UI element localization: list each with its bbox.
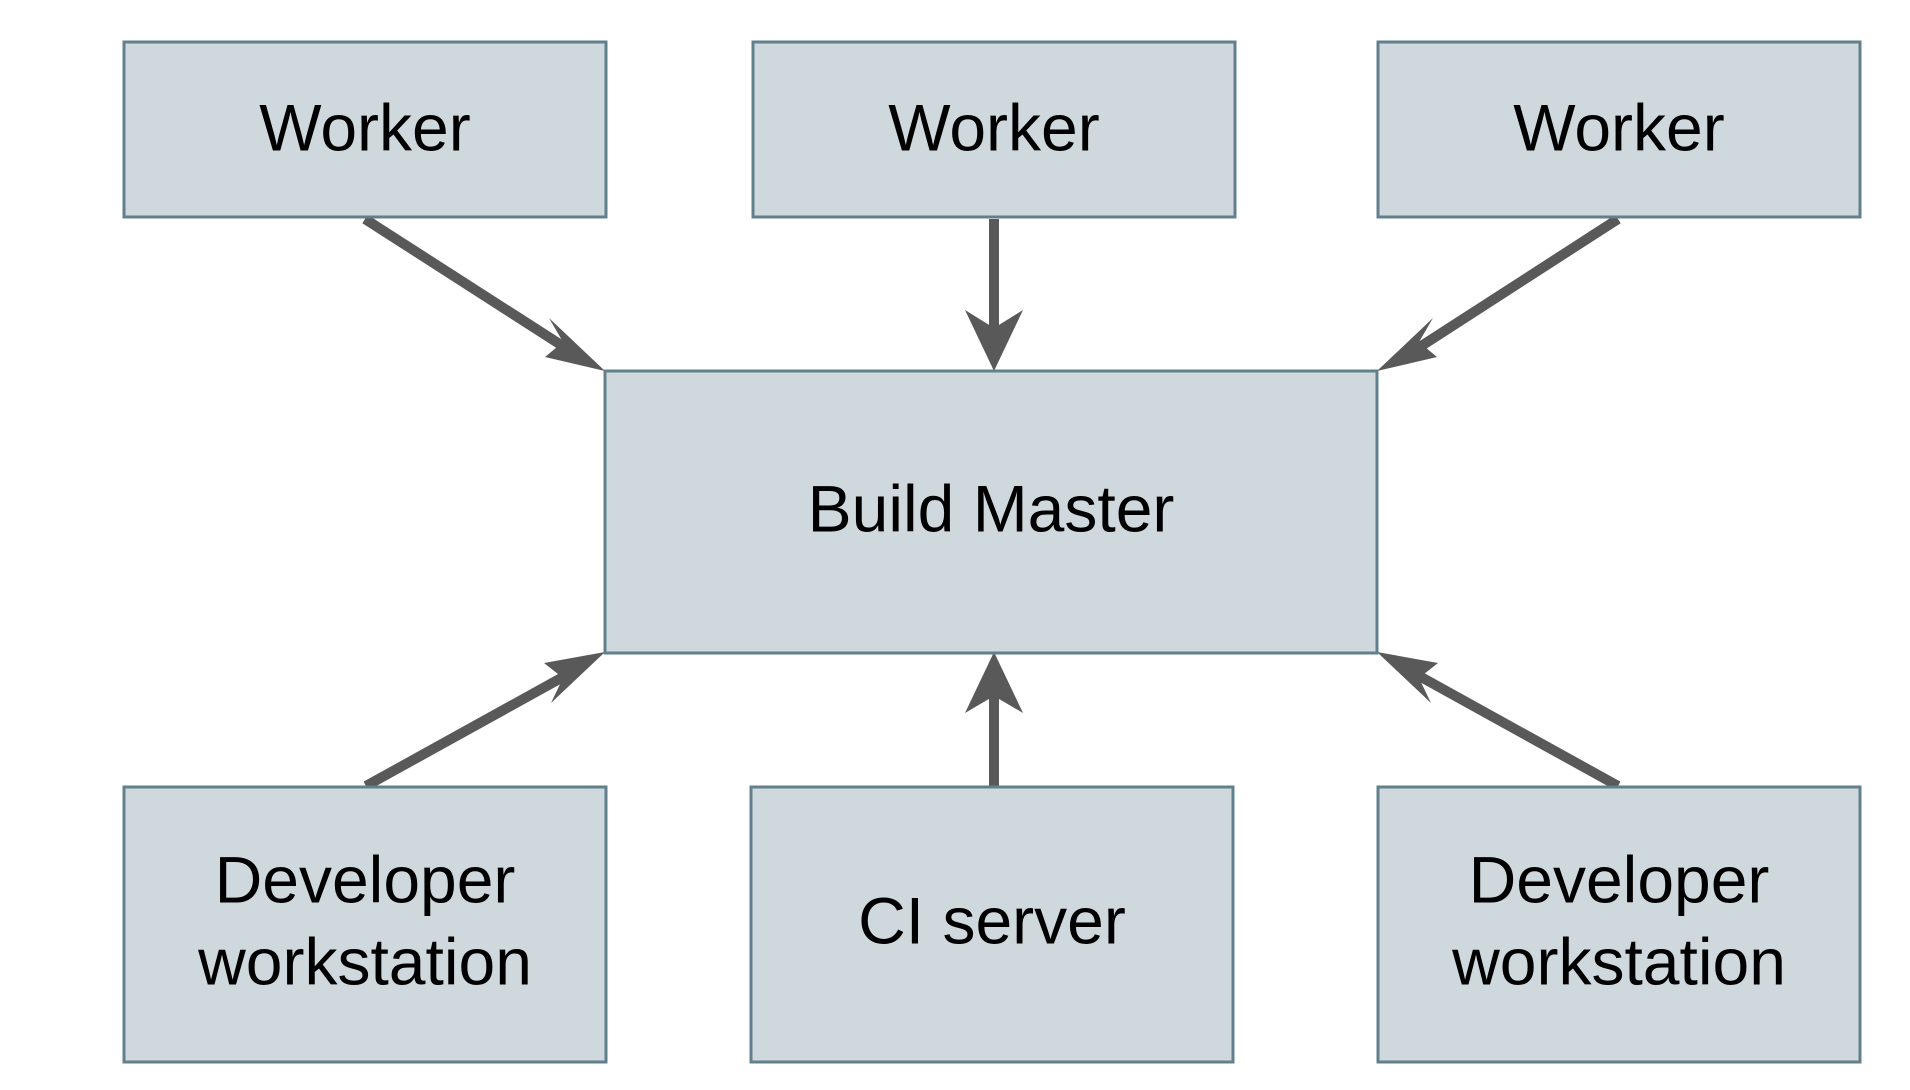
node-worker-2[interactable]: Worker bbox=[751, 40, 1237, 219]
arrowhead-worker-2 bbox=[965, 310, 1023, 371]
edge-line-dev-left bbox=[363, 667, 575, 791]
node-worker-3[interactable]: Worker bbox=[1376, 40, 1862, 219]
node-developer-workstation-right-box[interactable] bbox=[1376, 785, 1862, 1064]
node-ci-server-label: CI server bbox=[858, 883, 1126, 957]
node-worker-1-box[interactable] bbox=[122, 40, 608, 219]
node-developer-workstation-right-label-line-1: Developer bbox=[1469, 842, 1770, 916]
edge-developer-workstation-right-to-build-master bbox=[1377, 652, 1621, 791]
edge-line-worker-1 bbox=[362, 214, 575, 357]
node-worker-2-box[interactable] bbox=[751, 40, 1237, 219]
node-build-master-box[interactable] bbox=[603, 369, 1379, 655]
node-developer-workstation-left-box[interactable] bbox=[122, 785, 608, 1064]
arrowhead-dev-left bbox=[544, 652, 605, 703]
node-worker-1-label: Worker bbox=[259, 90, 470, 164]
node-developer-workstation-right-label-line-2: workstation bbox=[1451, 924, 1786, 998]
node-build-master-label: Build Master bbox=[808, 471, 1175, 545]
node-worker-2-label: Worker bbox=[888, 90, 1099, 164]
node-worker-3-box[interactable] bbox=[1376, 40, 1862, 219]
node-build-master[interactable]: Build Master bbox=[603, 369, 1379, 655]
edge-ci-server-to-build-master bbox=[965, 652, 1023, 786]
edge-worker-2-to-build-master bbox=[965, 219, 1023, 371]
node-worker-1[interactable]: Worker bbox=[122, 40, 608, 219]
node-developer-workstation-left-label-line-2: workstation bbox=[197, 924, 532, 998]
arrowhead-ci-server bbox=[965, 652, 1023, 713]
edge-line-worker-3 bbox=[1409, 214, 1621, 357]
arrowhead-worker-1 bbox=[545, 318, 605, 371]
node-developer-workstation-right[interactable]: Developer workstation bbox=[1376, 785, 1862, 1064]
node-developer-workstation-left-label-line-1: Developer bbox=[215, 842, 516, 916]
node-ci-server-box[interactable] bbox=[749, 785, 1235, 1064]
edge-worker-1-to-build-master bbox=[362, 214, 605, 371]
node-developer-workstation-left[interactable]: Developer workstation bbox=[122, 785, 608, 1064]
edge-worker-3-to-build-master bbox=[1377, 214, 1621, 371]
node-worker-3-label: Worker bbox=[1513, 90, 1724, 164]
edge-line-dev-right bbox=[1409, 667, 1621, 791]
arrowhead-dev-right bbox=[1377, 652, 1438, 703]
node-ci-server[interactable]: CI server bbox=[749, 785, 1235, 1064]
arrowhead-worker-3 bbox=[1377, 318, 1437, 371]
edge-developer-workstation-left-to-build-master bbox=[363, 652, 605, 791]
